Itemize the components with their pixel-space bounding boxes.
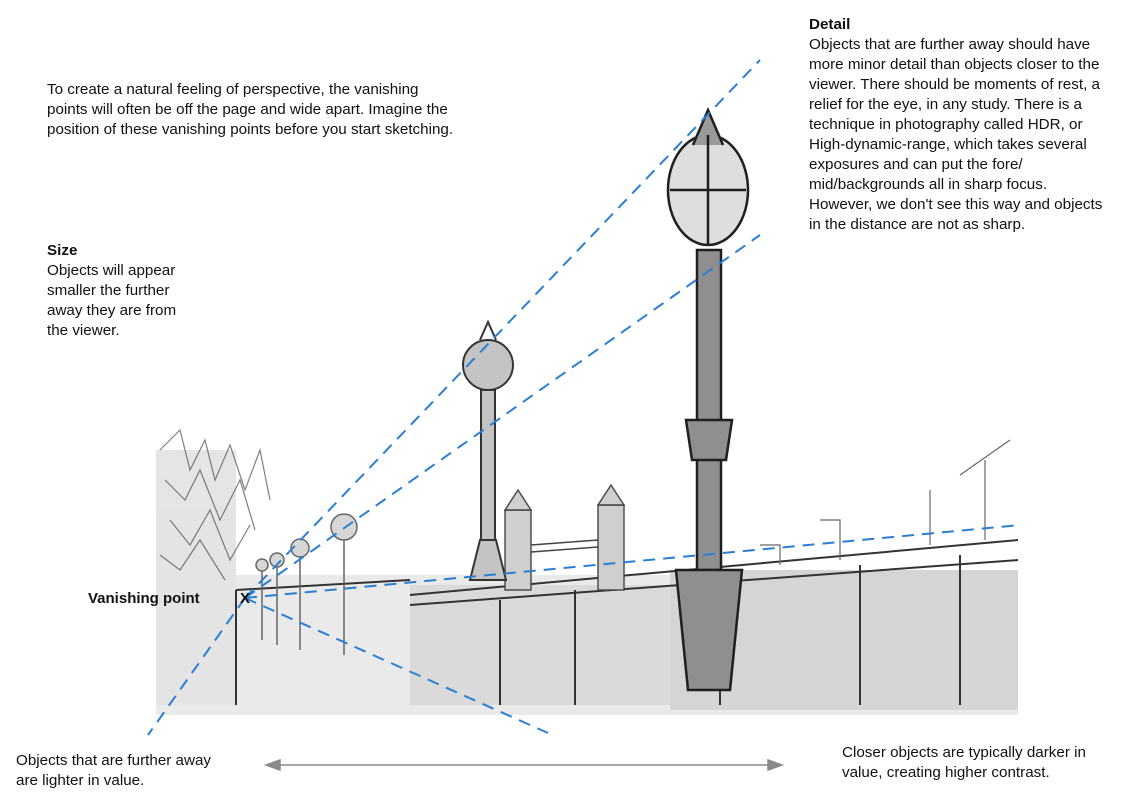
vanishing-point-marker: X <box>240 590 251 607</box>
tree-foliage <box>159 428 271 581</box>
vanishing-point-label: Vanishing point <box>88 590 200 607</box>
detail-paragraph: Objects that are further away should hav… <box>809 36 1103 233</box>
right-caption-text: Closer objects are typically darker in v… <box>842 744 1086 781</box>
darker-value-caption: Closer objects are typically darker in v… <box>842 743 1112 783</box>
detail-text-block: Detail Objects that are further away sho… <box>809 15 1104 235</box>
size-text-block: Size Objects will appear smaller the fur… <box>47 241 207 341</box>
distant-lamps <box>255 513 358 655</box>
size-heading: Size <box>47 242 78 259</box>
lighter-value-caption: Objects that are further away are lighte… <box>16 751 226 791</box>
detail-heading: Detail <box>809 16 851 33</box>
middle-lamp <box>462 319 514 581</box>
left-caption-text: Objects that are further away are lighte… <box>16 752 211 789</box>
intro-text-block: To create a natural feeling of perspecti… <box>47 80 457 140</box>
foreground-lamp <box>666 106 750 692</box>
background-structures <box>760 439 1011 565</box>
perspective-guides <box>147 59 1021 736</box>
value-scale-arrow <box>263 758 785 772</box>
size-paragraph: Objects will appear smaller the further … <box>47 262 177 339</box>
tower-bridge <box>503 483 626 591</box>
intro-paragraph: To create a natural feeling of perspecti… <box>47 81 454 138</box>
sketch-wash <box>156 450 1018 715</box>
